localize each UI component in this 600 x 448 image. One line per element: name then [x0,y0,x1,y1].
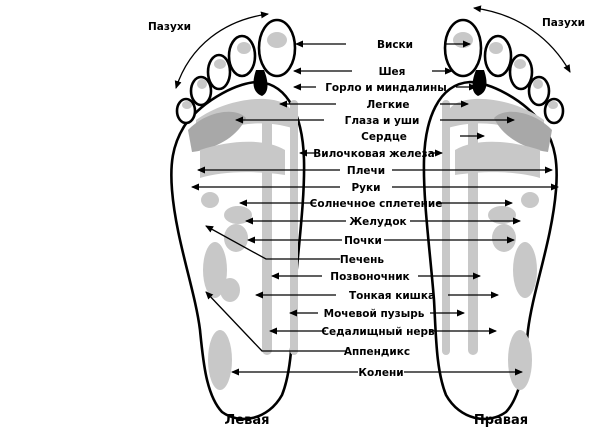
organ-labels: Виски Шея Горло и миндалины Легкие Глаза… [310,39,447,379]
right-foot-caption: Правая [474,413,528,428]
label-throat: Горло и миндалины [325,82,447,94]
pointer-arrows [191,40,559,376]
label-heart: Сердце [361,131,407,143]
label-arms: Руки [351,182,380,194]
label-temples: Виски [377,39,413,51]
right-toe-2 [483,34,513,78]
label-neck: Шея [379,66,406,78]
label-spine: Позвоночник [330,271,409,283]
label-liver: Печень [340,254,384,266]
armpits-right-arrow [473,5,571,73]
right-foot [422,18,565,421]
label-knees: Колени [358,367,403,379]
label-bladder: Мочевой пузырь [324,308,425,320]
label-eyes-ears: Глаза и уши [345,115,420,127]
label-appendix: Аппендикс [344,346,410,358]
left-toe-2 [227,34,257,78]
label-lungs: Легкие [367,99,410,111]
label-sciatic-nerve: Седалищный нерв [321,326,435,338]
label-stomach: Желудок [349,216,406,228]
label-thymus: Вилочковая железа [313,148,435,160]
label-small-intestine: Тонкая кишка [349,290,435,302]
label-solar-plexus: Солнечное сплетение [310,198,443,210]
armpits-left-label: Пазухи [148,21,191,33]
left-foot [170,18,306,421]
label-kidneys: Почки [344,235,382,247]
armpits-right-label: Пазухи [542,17,585,29]
armpits-left-arrow [174,11,269,89]
left-foot-caption: Левая [225,413,270,428]
label-shoulders: Плечи [347,165,385,177]
